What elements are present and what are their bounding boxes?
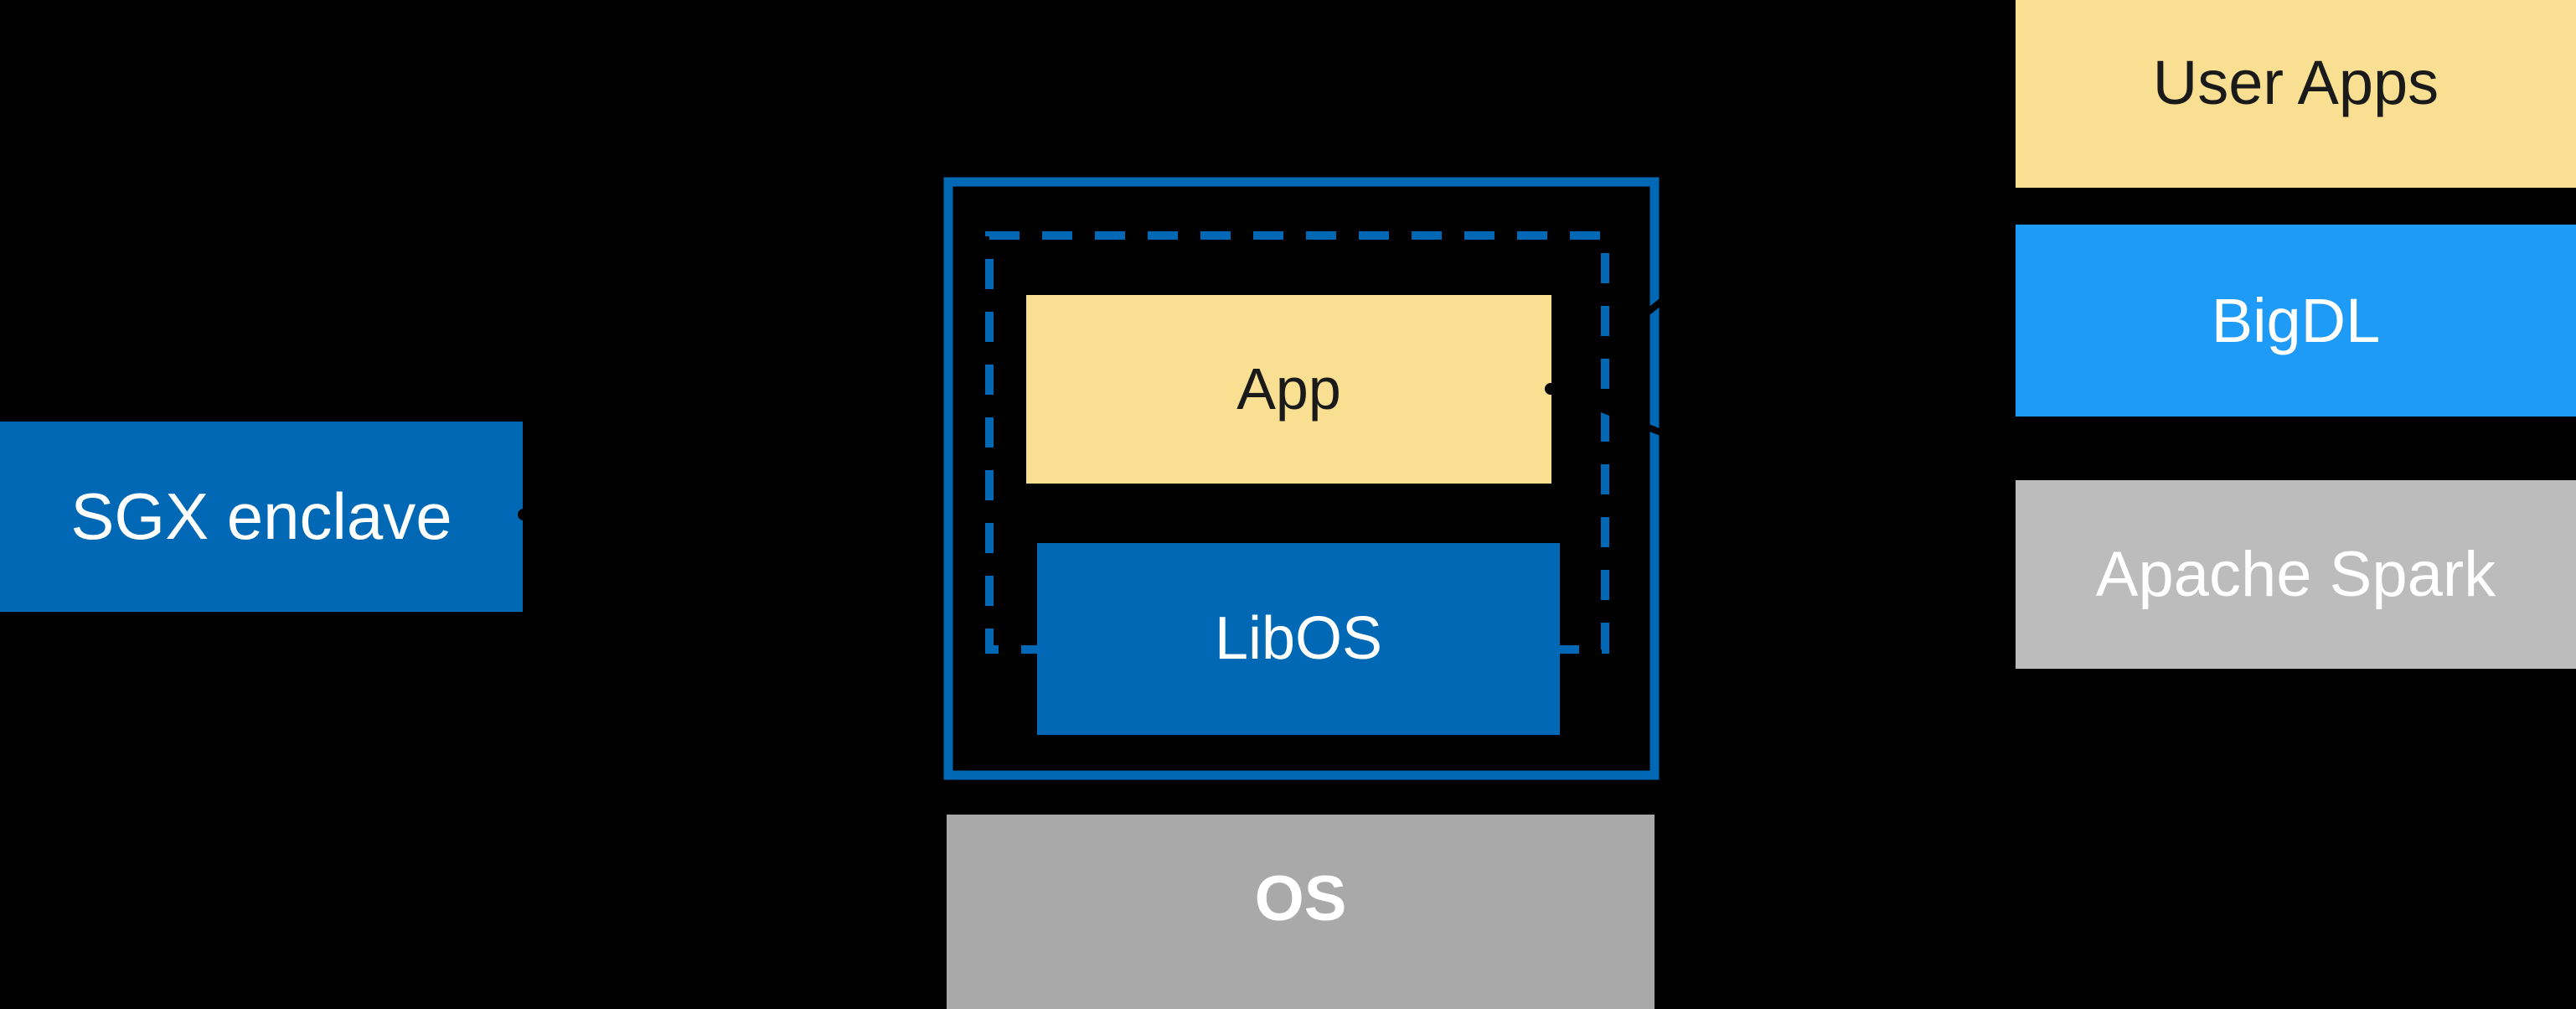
stack-fan-line-upper xyxy=(1548,23,2011,392)
bigdl-label: BigDL xyxy=(2211,285,2381,355)
libos-label: LibOS xyxy=(1214,604,1383,672)
stack-user-apps-box: User Apps xyxy=(2016,0,2576,188)
user-apps-label: User Apps xyxy=(2152,48,2439,118)
sgx-enclave-box: SGX enclave xyxy=(0,422,523,612)
sgx-enclave-label: SGX enclave xyxy=(70,479,452,553)
stack-apache-spark-box: Apache Spark xyxy=(2016,480,2576,669)
stack-bigdl-box: BigDL xyxy=(2016,225,2576,417)
libos-box: LibOS xyxy=(1037,543,1560,735)
apache-spark-label: Apache Spark xyxy=(2095,538,2496,610)
os-box: OS xyxy=(947,815,1655,1009)
stack-fan-line-lower xyxy=(1549,385,2011,573)
os-label: OS xyxy=(1254,863,1347,935)
app-label: App xyxy=(1236,356,1341,422)
app-box: App xyxy=(1026,295,1551,484)
